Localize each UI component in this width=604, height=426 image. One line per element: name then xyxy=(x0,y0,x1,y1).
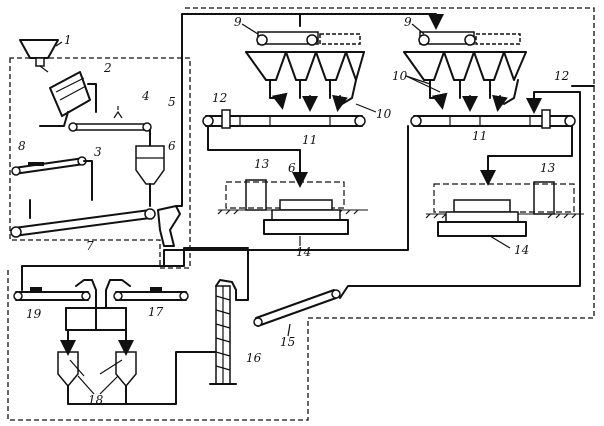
label-7: 7 xyxy=(86,239,94,253)
conveyor-4 xyxy=(68,106,152,132)
hopper-1 xyxy=(19,39,59,73)
label-9b: 9 xyxy=(404,15,412,29)
label-11b: 11 xyxy=(472,129,487,143)
label-6b: 6 xyxy=(288,161,296,175)
hopper-battery-left xyxy=(245,51,365,112)
label-1: 1 xyxy=(64,33,72,47)
elevator-head-7 xyxy=(157,205,181,247)
hopper-battery-right xyxy=(403,51,527,112)
label-2: 2 xyxy=(103,61,112,75)
label-4: 4 xyxy=(141,89,150,103)
label-5: 5 xyxy=(168,95,176,109)
press-unit-right xyxy=(425,181,584,237)
label-18: 18 xyxy=(88,393,104,407)
zone-boundary-left xyxy=(9,57,191,269)
bucket-elevator-16 xyxy=(209,279,237,385)
conveyor-11-right xyxy=(410,109,576,129)
label-14a: 14 xyxy=(296,245,311,259)
zone-boundary-right xyxy=(7,7,595,421)
label-3: 3 xyxy=(94,145,102,159)
conveyor-3 xyxy=(11,156,93,201)
label-19: 19 xyxy=(26,307,42,321)
label-12b: 12 xyxy=(554,69,569,83)
label-14b: 14 xyxy=(514,243,529,257)
feeder-9-right xyxy=(418,31,521,46)
label-13a: 13 xyxy=(254,157,270,171)
label-16: 16 xyxy=(246,351,262,365)
label-10b: 10 xyxy=(392,69,408,83)
label-11a: 11 xyxy=(302,133,317,147)
feeder-9-left xyxy=(256,31,361,46)
label-12a: 12 xyxy=(212,91,227,105)
conveyor-15 xyxy=(253,289,341,327)
silo-pair-18 xyxy=(57,307,137,405)
label-8: 8 xyxy=(18,139,26,153)
conveyor-17 xyxy=(105,279,189,309)
conveyor-7 xyxy=(10,199,156,238)
label-15: 15 xyxy=(280,335,295,349)
label-13b: 13 xyxy=(540,161,556,175)
label-6a: 6 xyxy=(168,139,176,153)
label-17: 17 xyxy=(148,305,164,319)
conveyor-19 xyxy=(13,279,97,309)
label-9a: 9 xyxy=(234,15,242,29)
label-10a: 10 xyxy=(376,107,392,121)
cyclone-6 xyxy=(135,129,165,207)
press-unit-left xyxy=(217,179,368,235)
mixer-drum-2 xyxy=(39,71,97,127)
conveyor-11-left xyxy=(202,109,366,129)
